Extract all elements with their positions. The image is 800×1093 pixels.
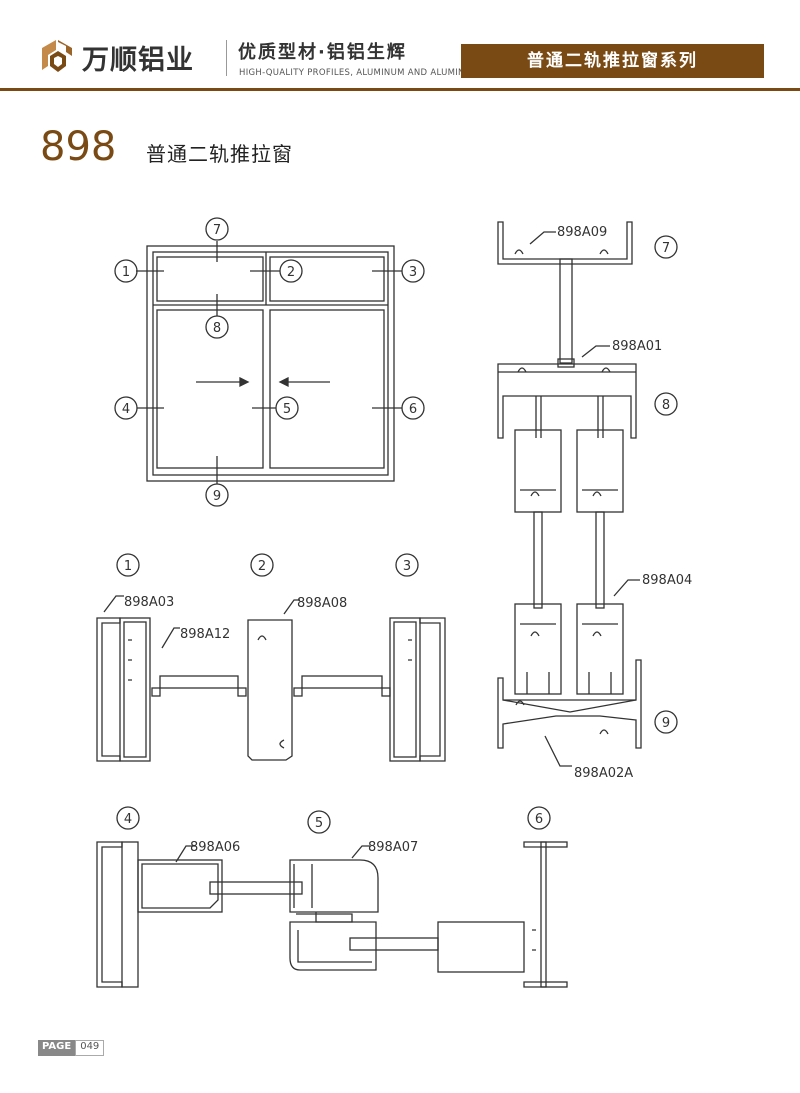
callout-9-section: 9 xyxy=(662,716,670,731)
callout-1: 1 xyxy=(122,265,130,280)
callout-5-section: 5 xyxy=(315,816,323,831)
model-name: 普通二轨推拉窗 xyxy=(146,142,293,166)
callout-3-section: 3 xyxy=(403,559,411,574)
label-898A09: 898A09 xyxy=(557,225,607,240)
callout-6: 6 xyxy=(409,402,417,417)
label-898A03: 898A03 xyxy=(124,595,174,610)
slogan-english: HIGH-QUALITY PROFILES, ALUMINUM AND ALUM… xyxy=(239,68,479,78)
header-divider xyxy=(226,40,227,76)
callout-7: 7 xyxy=(213,223,221,238)
callout-2-section: 2 xyxy=(258,559,266,574)
horizontal-section-top xyxy=(96,595,446,762)
callout-1-section: 1 xyxy=(124,559,132,574)
label-898A12: 898A12 xyxy=(180,627,230,642)
callout-8-section: 8 xyxy=(662,398,670,413)
page-label: PAGE xyxy=(38,1040,76,1056)
callout-4-section: 4 xyxy=(124,812,132,827)
page-header: 万顺铝业 优质型材·铝铝生辉 HIGH-QUALITY PROFILES, AL… xyxy=(0,0,800,92)
callout-6-section: 6 xyxy=(535,812,543,827)
callout-5: 5 xyxy=(283,402,291,417)
label-898A02A: 898A02A xyxy=(574,766,633,781)
label-898A08: 898A08 xyxy=(297,596,347,611)
horizontal-section-bottom xyxy=(96,841,568,988)
callout-2: 2 xyxy=(287,265,295,280)
series-banner: 普通二轨推拉窗系列 xyxy=(461,44,764,78)
page-number: 049 xyxy=(75,1040,105,1056)
callout-8: 8 xyxy=(213,321,221,336)
model-number: 898 xyxy=(40,124,117,170)
callout-7-section: 7 xyxy=(662,241,670,256)
window-elevation xyxy=(136,241,402,484)
label-898A01: 898A01 xyxy=(612,339,662,354)
slogan: 优质型材·铝铝生辉 xyxy=(238,42,407,63)
vertical-section xyxy=(497,221,642,767)
callout-3: 3 xyxy=(409,265,417,280)
header-rule xyxy=(0,88,800,91)
label-898A07: 898A07 xyxy=(368,840,418,855)
brand-name: 万顺铝业 xyxy=(82,45,194,76)
company-logo-icon xyxy=(42,40,72,72)
page-footer: PAGE 049 xyxy=(38,1040,105,1056)
callout-9: 9 xyxy=(213,489,221,504)
label-898A04: 898A04 xyxy=(642,573,692,588)
callout-4: 4 xyxy=(122,402,130,417)
label-898A06: 898A06 xyxy=(190,840,240,855)
